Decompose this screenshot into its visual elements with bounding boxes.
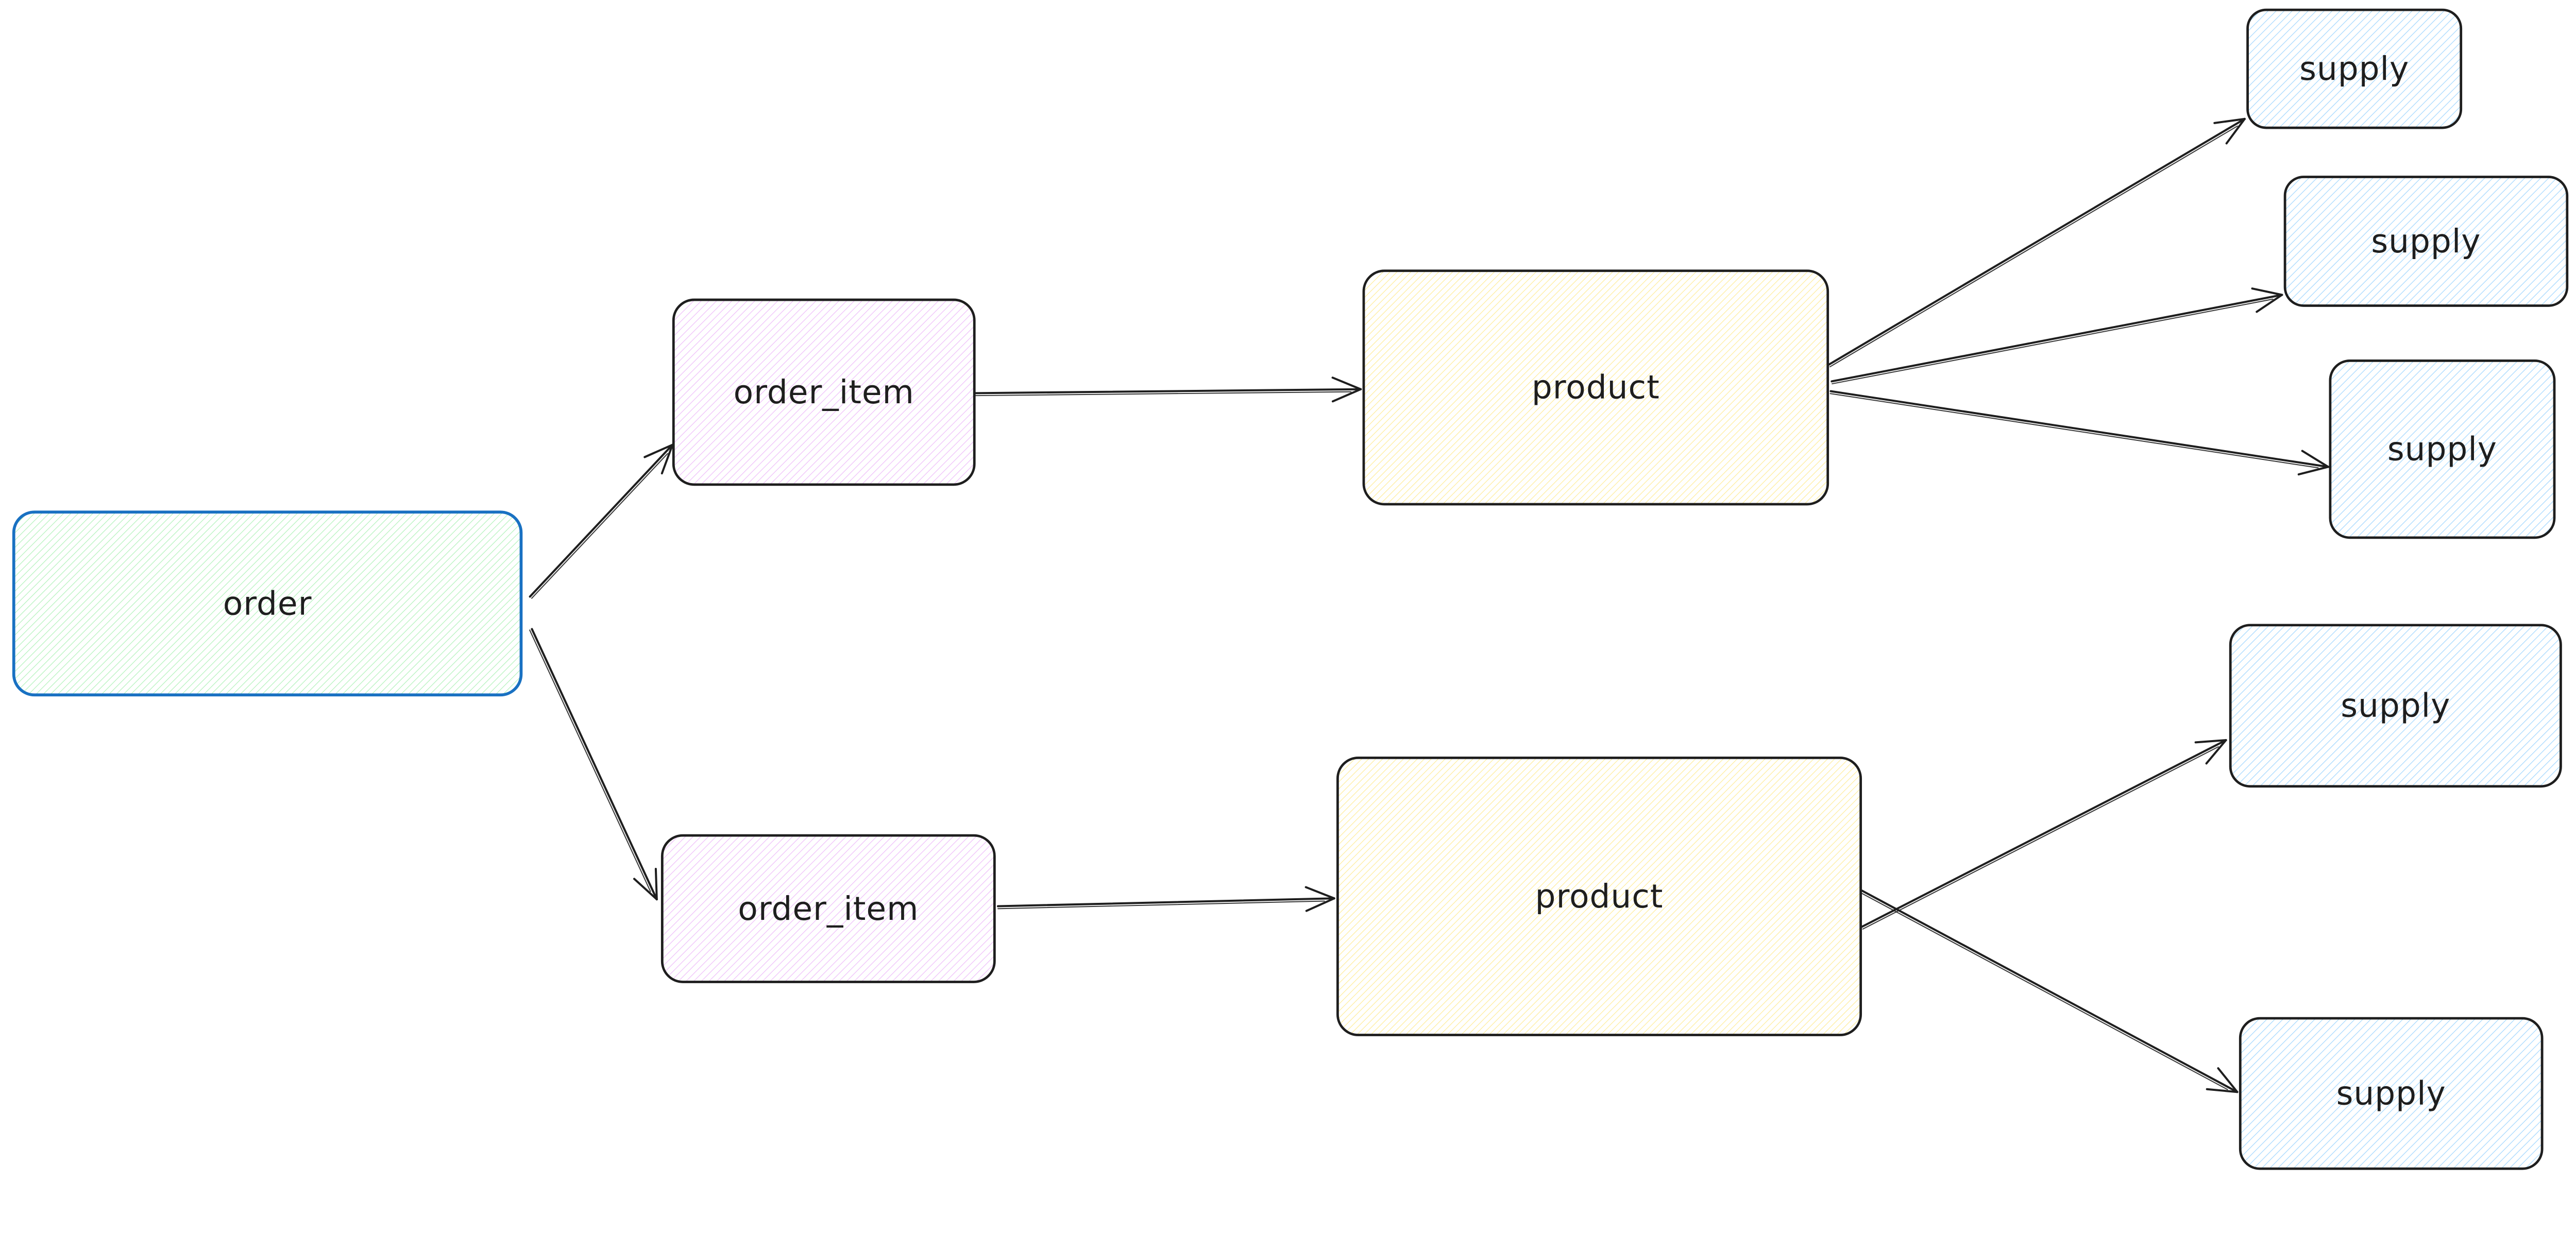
arrow-head	[1331, 376, 1362, 390]
arrow-head	[643, 443, 674, 458]
arrow-head	[660, 443, 674, 475]
excalidraw-canvas[interactable]: order order_item order_item product prod…	[0, 0, 2576, 1177]
node-supply-3[interactable]: supply	[2329, 359, 2556, 539]
arrow-head	[1305, 897, 1335, 912]
product-2-box[interactable]	[1336, 756, 1862, 1036]
node-supply-5[interactable]: supply	[2239, 1017, 2544, 1170]
arrow-shaft[interactable]	[1831, 294, 2283, 383]
arrow-product-1-to-supply-1[interactable]	[1827, 117, 2246, 368]
arrow-shaft-echo	[1860, 892, 2228, 1090]
arrow-head	[654, 868, 658, 901]
supply-4-box[interactable]	[2229, 624, 2562, 788]
arrow-shaft-echo	[1829, 393, 2319, 469]
product-1-box[interactable]	[1362, 269, 1829, 506]
arrow-order-item-1-to-product-1[interactable]	[974, 376, 1362, 403]
arrow-head	[2205, 739, 2227, 765]
product-2-label: product	[1535, 878, 1664, 915]
order-item-2-label: order_item	[738, 890, 919, 928]
arrow-shaft-echo	[997, 900, 1325, 910]
order-box[interactable]	[12, 510, 523, 697]
node-supply-4[interactable]: supply	[2229, 624, 2562, 788]
supply-5-label: supply	[2336, 1075, 2446, 1112]
arrow-order-item-2-to-product-2[interactable]	[997, 886, 1335, 912]
edges-layer	[529, 117, 2330, 1093]
arrow-shaft-echo	[975, 391, 1352, 397]
arrow-head	[2225, 117, 2246, 145]
node-order-item-2[interactable]: order_item	[660, 834, 996, 983]
arrow-shaft[interactable]	[1829, 390, 2330, 468]
arrow-product-2-to-supply-4[interactable]	[1860, 739, 2227, 930]
arrow-head	[2206, 1088, 2239, 1093]
node-product-1[interactable]: product	[1362, 269, 1829, 506]
supply-1-box[interactable]	[2246, 8, 2463, 129]
arrow-shaft[interactable]	[1860, 739, 2227, 928]
supply-2-label: supply	[2371, 222, 2481, 260]
arrow-shaft[interactable]	[974, 388, 1362, 395]
node-supply-1[interactable]: supply	[2246, 8, 2463, 129]
supply-3-label: supply	[2387, 431, 2497, 468]
arrow-head	[2194, 739, 2227, 744]
arrow-head	[2301, 450, 2330, 468]
product-1-label: product	[1532, 368, 1660, 406]
nodes-layer: order order_item order_item product prod…	[12, 8, 2569, 1170]
supply-3-box[interactable]	[2329, 359, 2556, 539]
order-item-1-label: order_item	[734, 373, 914, 411]
arrow-shaft-echo	[531, 453, 668, 599]
arrow-order-to-order-item-2[interactable]	[529, 628, 658, 901]
arrow-head	[2217, 1067, 2239, 1093]
node-order-item-1[interactable]: order_item	[672, 298, 976, 486]
arrow-product-1-to-supply-3[interactable]	[1829, 390, 2330, 476]
arrow-order-to-order-item-1[interactable]	[529, 443, 674, 599]
arrow-shaft-echo	[1832, 298, 2274, 385]
arrow-product-2-to-supply-5[interactable]	[1860, 889, 2239, 1093]
supply-4-label: supply	[2341, 687, 2450, 725]
arrow-head	[2213, 117, 2246, 124]
arrow-head	[1304, 886, 1335, 900]
arrow-shaft-echo	[529, 629, 651, 892]
arrow-head	[2256, 294, 2283, 313]
arrow-shaft-echo	[1829, 125, 2238, 368]
arrow-shaft[interactable]	[531, 628, 658, 901]
arrow-head	[2297, 466, 2330, 476]
node-supply-2[interactable]: supply	[2283, 176, 2569, 307]
arrow-shaft[interactable]	[529, 443, 674, 598]
arrow-shaft-echo	[1862, 746, 2219, 930]
order-item-1-box[interactable]	[672, 298, 976, 486]
supply-5-box[interactable]	[2239, 1017, 2544, 1170]
arrow-head	[2251, 287, 2283, 296]
supply-2-box[interactable]	[2283, 176, 2569, 307]
node-product-2[interactable]: product	[1336, 756, 1862, 1036]
supply-1-label: supply	[2299, 50, 2409, 88]
arrow-shaft[interactable]	[1827, 117, 2246, 366]
arrow-head	[1331, 388, 1362, 403]
arrow-product-1-to-supply-2[interactable]	[1831, 287, 2283, 385]
arrow-shaft[interactable]	[997, 897, 1335, 907]
arrow-shaft[interactable]	[1860, 889, 2239, 1093]
order-label: order	[223, 585, 312, 622]
arrow-head	[633, 878, 658, 901]
node-order[interactable]: order	[12, 510, 523, 697]
order-item-2-box[interactable]	[660, 834, 996, 983]
